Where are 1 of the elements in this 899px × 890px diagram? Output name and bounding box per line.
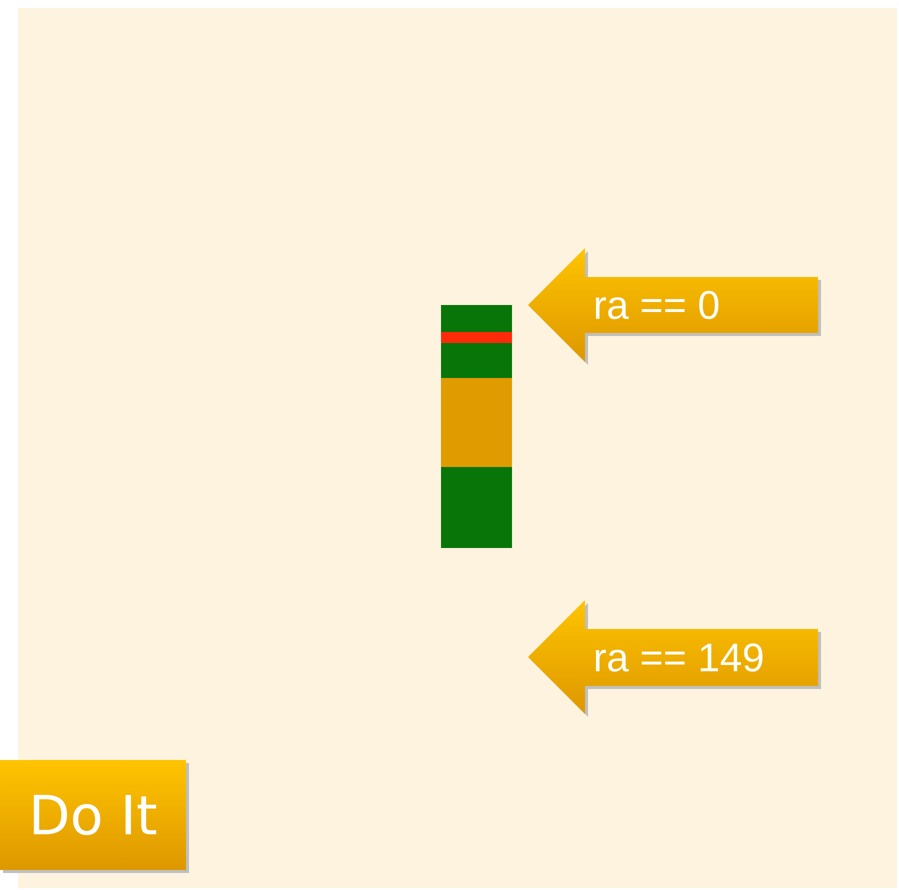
do-it-button: Do It xyxy=(0,760,189,873)
